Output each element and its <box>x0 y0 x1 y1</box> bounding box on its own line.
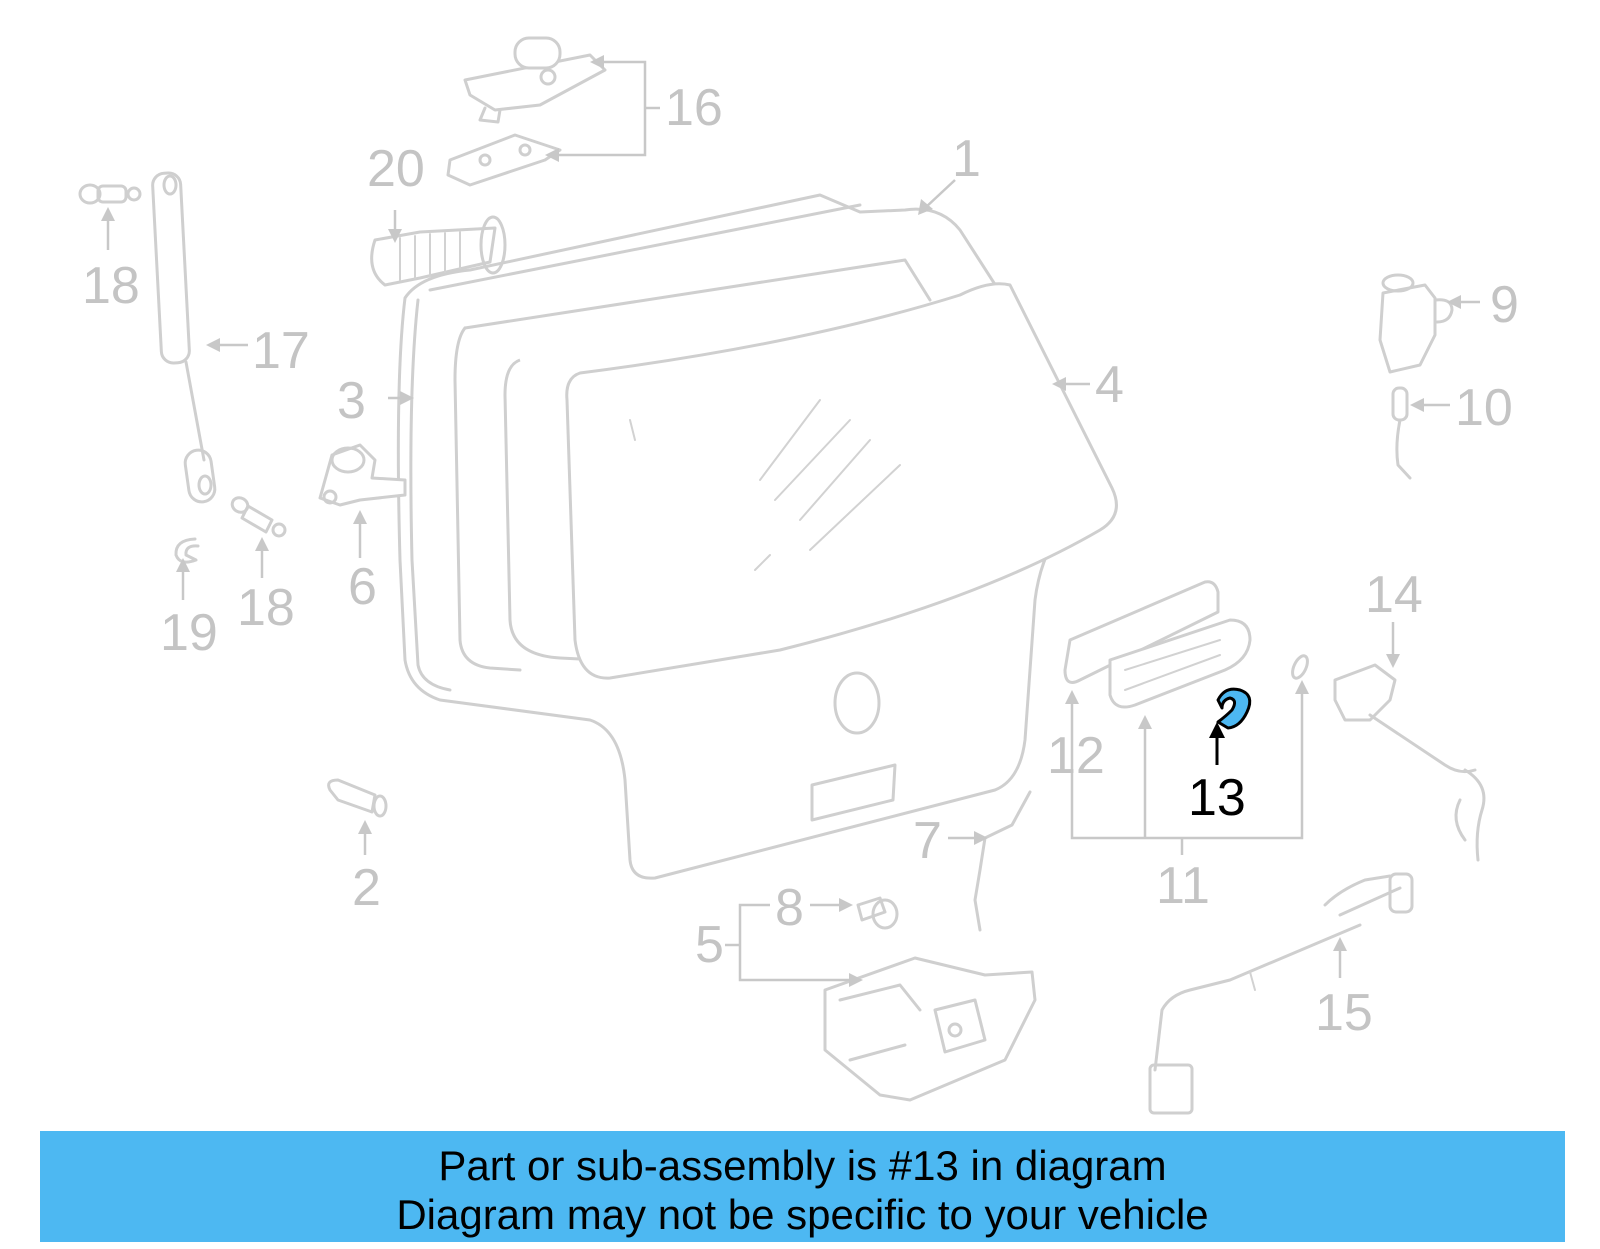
leader-lines <box>101 55 1480 987</box>
latch-bolt <box>856 896 899 930</box>
callout-16: 16 <box>665 79 723 137</box>
handle-assembly <box>1063 580 1309 709</box>
callout-9: 9 <box>1490 276 1519 334</box>
callout-11: 11 <box>1156 857 1210 915</box>
callout-2: 2 <box>352 859 381 917</box>
latch-switch <box>318 443 407 507</box>
callout-12: 12 <box>1047 727 1105 785</box>
callout-labels: 1 2 3 4 5 6 7 8 9 10 11 12 13 14 15 16 1… <box>82 79 1519 1042</box>
wiring-grommet <box>370 215 507 287</box>
callout-4: 4 <box>1095 356 1124 414</box>
rear-glass <box>503 282 1118 680</box>
callout-19: 19 <box>160 604 218 662</box>
callout-20: 20 <box>367 140 425 198</box>
callout-15: 15 <box>1315 984 1373 1042</box>
gas-strut <box>151 171 217 504</box>
callout-6: 6 <box>348 558 377 616</box>
wiper-motor <box>1378 273 1454 374</box>
hinge-upper <box>463 36 607 124</box>
release-cable <box>1148 872 1414 1115</box>
callout-14: 14 <box>1365 566 1423 624</box>
callout-10: 10 <box>1455 379 1513 437</box>
callout-7: 7 <box>913 812 942 870</box>
washer-hose <box>1391 386 1412 480</box>
bump-stop <box>327 778 388 818</box>
info-banner: Part or sub-assembly is #13 in diagram D… <box>40 1131 1565 1242</box>
callout-18-upper: 18 <box>82 257 140 315</box>
callout-18-lower: 18 <box>237 579 295 637</box>
callout-17: 17 <box>252 322 310 380</box>
hinge-lower <box>446 133 562 187</box>
highlighted-part-13 <box>1216 687 1252 730</box>
callout-13: 13 <box>1188 769 1246 827</box>
lock-cylinder <box>1333 663 1486 862</box>
callout-5: 5 <box>695 916 724 974</box>
ball-stud-upper <box>78 183 142 205</box>
ball-stud-lower <box>230 496 287 538</box>
retaining-clip <box>174 537 200 564</box>
banner-line-2: Diagram may not be specific to your vehi… <box>396 1191 1209 1238</box>
callout-3: 3 <box>337 372 366 430</box>
latch-rod <box>973 790 1032 932</box>
callout-1: 1 <box>952 130 981 188</box>
callout-8: 8 <box>775 879 804 937</box>
latch-assembly <box>823 956 1037 1102</box>
banner-line-1: Part or sub-assembly is #13 in diagram <box>438 1142 1167 1189</box>
highlight-leader-13 <box>1209 722 1225 765</box>
